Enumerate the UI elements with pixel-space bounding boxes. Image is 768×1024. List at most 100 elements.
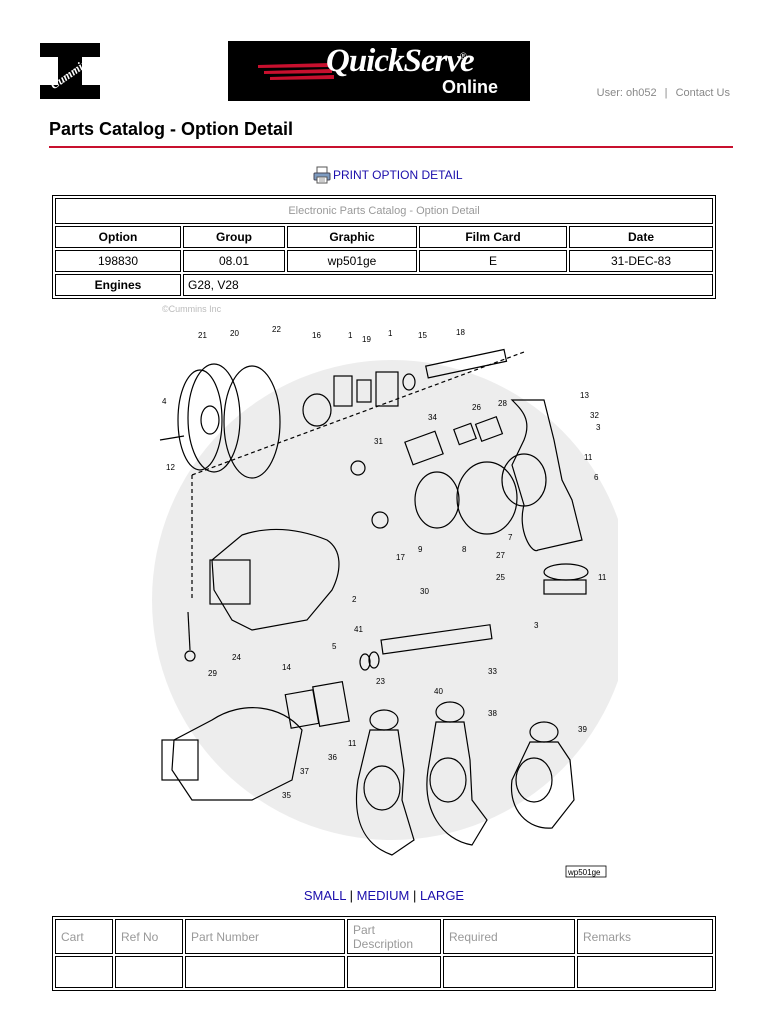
callout-number: 3 [534, 621, 539, 630]
column-ref-no: Ref No [115, 919, 183, 954]
user-bar-separator: | [664, 87, 668, 99]
contact-us-link[interactable]: Contact Us [675, 87, 730, 99]
callout-number: 32 [590, 411, 599, 420]
callout-number: 7 [508, 533, 513, 542]
column-part-description: Part Description [347, 919, 441, 954]
header-film-card: Film Card [419, 226, 567, 248]
header-date: Date [569, 226, 713, 248]
option-detail-table: Electronic Parts Catalog - Option Detail… [52, 195, 716, 299]
callout-number: 28 [498, 399, 507, 408]
printer-icon [313, 166, 331, 184]
callout-number: 35 [282, 791, 291, 800]
cell-part-number [185, 956, 345, 988]
callout-number: 1 [348, 331, 353, 340]
user-label: User: [596, 87, 623, 99]
callout-number: 38 [488, 709, 497, 718]
column-cart: Cart [55, 919, 113, 954]
value-film-card: E [419, 250, 567, 272]
callout-number: 36 [328, 753, 337, 762]
callout-number: 24 [232, 653, 241, 662]
title-divider [49, 146, 733, 148]
callout-number: 33 [488, 667, 497, 676]
user-name: oh052 [626, 87, 657, 99]
size-large-link[interactable]: LARGE [420, 888, 465, 903]
callout-number: 25 [496, 573, 505, 582]
cell-remarks [577, 956, 713, 988]
speed-lines-icon [258, 63, 334, 80]
page-title: Parts Catalog - Option Detail [49, 119, 294, 139]
callout-number: 11 [598, 573, 607, 582]
quickserve-banner[interactable]: QuickServe ® Online [228, 41, 530, 101]
callout-number: 22 [272, 325, 281, 334]
callout-number: 19 [362, 335, 371, 344]
banner-subtitle: Online [442, 77, 499, 97]
ref-label-box [565, 865, 607, 878]
cummins-logo[interactable]: Cummins [38, 41, 102, 101]
engines-label: Engines [55, 274, 181, 296]
value-option: 198830 [55, 250, 181, 272]
callout-number: 26 [472, 403, 481, 412]
callout-number: 16 [312, 331, 321, 340]
callout-number: 14 [282, 663, 291, 672]
callout-number: 12 [166, 463, 175, 472]
callout-number: 30 [420, 587, 429, 596]
callout-number: 41 [354, 625, 363, 634]
callout-number: 13 [580, 391, 589, 400]
callout-number: 34 [428, 413, 437, 422]
callout-number: 4 [162, 397, 167, 406]
callout-number: 40 [434, 687, 443, 696]
column-remarks: Remarks [577, 919, 713, 954]
callout-number: 18 [456, 328, 465, 337]
value-group: 08.01 [183, 250, 285, 272]
diagram-drawing [159, 348, 589, 856]
size-separator-2: | [413, 888, 417, 903]
callout-number: 20 [230, 329, 239, 338]
callout-number: 31 [374, 437, 383, 446]
header-option: Option [55, 226, 181, 248]
callout-number: 39 [578, 725, 587, 734]
print-option-detail-link[interactable]: PRINT OPTION DETAIL [313, 166, 463, 184]
callout-number: 1 [388, 329, 393, 338]
callout-number: 27 [496, 551, 505, 560]
engines-value: G28, V28 [183, 274, 713, 296]
table-row [55, 956, 713, 988]
size-medium-link[interactable]: MEDIUM [356, 888, 410, 903]
value-graphic: wp501ge [287, 250, 417, 272]
value-date: 31-DEC-83 [569, 250, 713, 272]
header-group: Group [183, 226, 285, 248]
exploded-parts-diagram[interactable]: ©Cummins Inc [152, 300, 618, 882]
column-required: Required [443, 919, 575, 954]
callout-number: 9 [418, 545, 423, 554]
callout-number: 8 [462, 545, 467, 554]
size-small-link[interactable]: SMALL [303, 888, 347, 903]
cell-part-description [347, 956, 441, 988]
header-graphic: Graphic [287, 226, 417, 248]
callout-number: 6 [594, 473, 599, 482]
callout-number: 17 [396, 553, 405, 562]
column-part-number: Part Number [185, 919, 345, 954]
diagram-ref-label: wp501ge [567, 868, 601, 877]
callout-number: 15 [418, 331, 427, 340]
table-caption: Electronic Parts Catalog - Option Detail [55, 198, 713, 224]
banner-title: QuickServe [326, 43, 475, 79]
callout-number: 21 [198, 331, 207, 340]
callout-number: 29 [208, 669, 217, 678]
callout-number: 11 [584, 453, 593, 462]
diagram-copyright: ©Cummins Inc [162, 304, 222, 314]
cell-cart[interactable] [55, 956, 113, 988]
callout-number: 37 [300, 767, 309, 776]
callout-number: 5 [332, 642, 337, 651]
callout-number: 3 [596, 423, 601, 432]
cell-required [443, 956, 575, 988]
parts-list-table: Cart Ref No Part Number Part Description… [52, 916, 716, 991]
size-separator-1: | [349, 888, 354, 903]
callout-number: 23 [376, 677, 385, 686]
callout-number: 2 [352, 595, 357, 604]
print-option-detail-label: PRINT OPTION DETAIL [333, 168, 463, 182]
user-bar: User: oh052 | Contact Us [597, 87, 730, 99]
image-size-links: SMALL | MEDIUM | LARGE [0, 888, 768, 903]
callout-number: 11 [348, 739, 357, 748]
cell-ref-no [115, 956, 183, 988]
banner-registered-mark: ® [460, 51, 467, 61]
